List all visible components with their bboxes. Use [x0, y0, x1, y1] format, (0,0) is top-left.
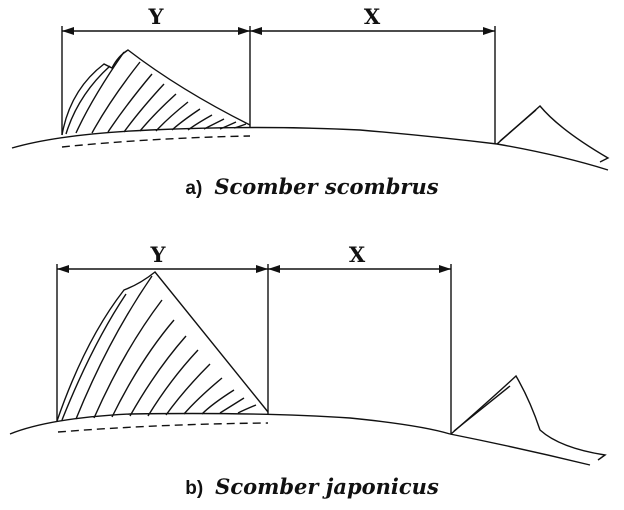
caption-letter-b: b) — [185, 478, 203, 499]
caption-species-a: Scomber scombrus — [214, 174, 438, 199]
y-label-b: Y — [150, 242, 167, 267]
fin-base-dashed-b — [57, 422, 269, 433]
second-dorsal-fin-a — [496, 104, 610, 163]
panel-b — [9, 264, 607, 466]
x-label-a: X — [364, 4, 381, 29]
body-outline-a — [11, 126, 498, 149]
caption-species-b: Scomber japonicus — [215, 474, 439, 499]
caption-a: a) Scomber scombrus — [185, 174, 438, 199]
tail-bottom-b — [449, 433, 591, 466]
caption-b: b) Scomber japonicus — [185, 474, 439, 499]
fin-base-dashed-a — [61, 135, 251, 148]
body-outline-b — [9, 412, 451, 435]
tail-bottom-a — [496, 143, 609, 171]
first-dorsal-fin-b — [56, 271, 269, 422]
x-label-b: X — [349, 242, 366, 267]
y-label-a: Y — [148, 4, 165, 29]
caption-letter-a: a) — [185, 178, 202, 199]
second-dorsal-fin-b — [450, 374, 607, 461]
panel-a — [11, 26, 610, 171]
first-dorsal-fin-a — [61, 49, 251, 136]
